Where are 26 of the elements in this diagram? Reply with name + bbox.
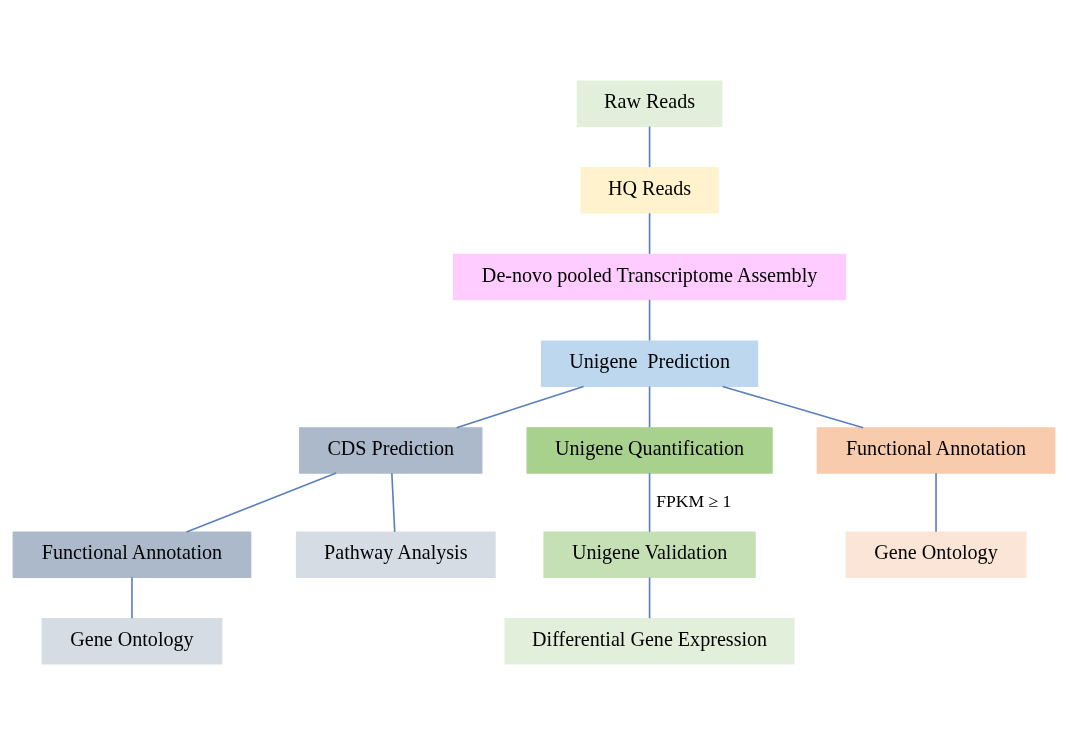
- connector: [185, 471, 337, 533]
- node-box: Gene Ontology: [845, 530, 1027, 578]
- node-box: Unigene Quantification: [526, 426, 773, 474]
- connector: [648, 211, 651, 255]
- connector: [721, 385, 864, 429]
- node-box: HQ Reads: [580, 166, 719, 214]
- connector: [648, 125, 651, 168]
- node-box: Pathway Analysis: [295, 530, 496, 578]
- node-box: Differential Gene Expression: [504, 617, 795, 665]
- connector: [131, 576, 133, 619]
- node-box: Functional Annotation: [12, 530, 252, 578]
- connector: [935, 471, 937, 533]
- connector: [455, 385, 585, 429]
- connector: [648, 385, 651, 428]
- edge-label: FPKM ≥ 1: [656, 490, 732, 511]
- connector: [648, 576, 651, 619]
- node-box: Gene Ontology: [41, 617, 223, 665]
- node-box: Functional Annotation: [816, 426, 1056, 474]
- node-box: CDS Prediction: [299, 426, 483, 474]
- connector: [648, 471, 651, 533]
- node-box: De-novo pooled Transcriptome Assembly: [452, 253, 847, 300]
- connector: [648, 298, 651, 341]
- node-box: Unigene Validation: [543, 530, 756, 578]
- node-box: Unigene Prediction: [540, 339, 759, 387]
- node-box: Raw Reads: [576, 79, 723, 127]
- connector: [391, 471, 396, 533]
